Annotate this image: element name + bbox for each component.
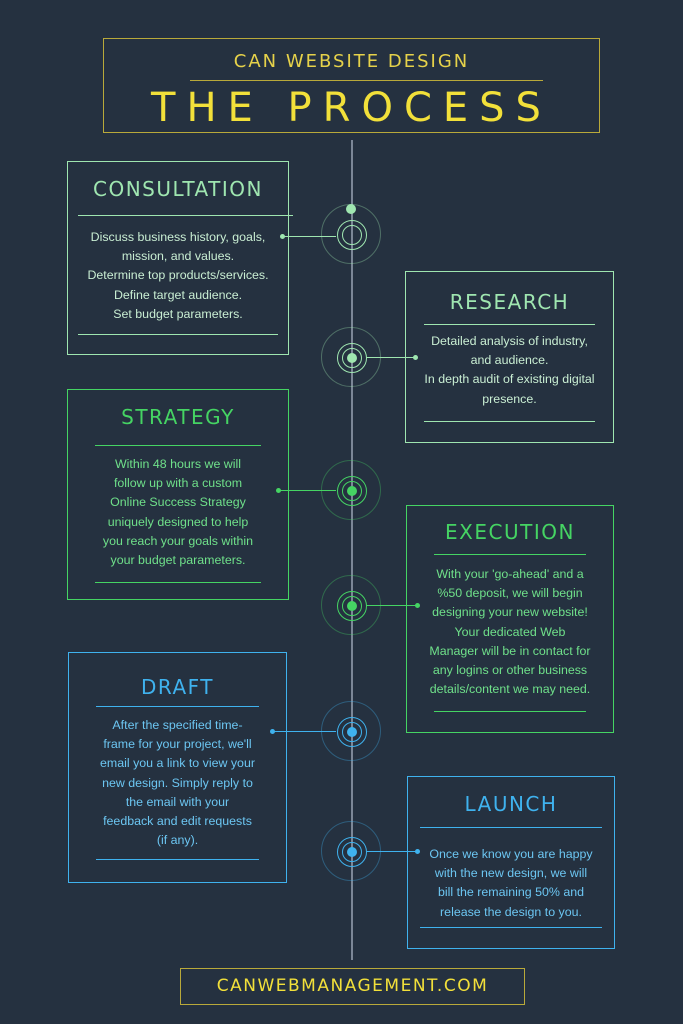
step-title: RESEARCH bbox=[449, 290, 570, 314]
step-description: After the specified time-frame for your … bbox=[100, 718, 255, 848]
step-divider bbox=[424, 324, 595, 325]
step-description: Detailed analysis of industry,and audien… bbox=[424, 334, 595, 406]
step-card-research: RESEARCH Detailed analysis of industry,a… bbox=[405, 271, 614, 443]
connector-consultation bbox=[282, 236, 336, 237]
step-divider-bottom bbox=[420, 927, 602, 928]
step-title: EXECUTION bbox=[445, 520, 575, 544]
connector-dot bbox=[415, 849, 420, 854]
step-card-draft: DRAFT After the specified time-frame for… bbox=[68, 652, 287, 883]
timeline-node-draft bbox=[321, 701, 381, 761]
timeline-node-launch bbox=[321, 821, 381, 881]
step-divider-bottom bbox=[424, 421, 595, 422]
step-divider-bottom bbox=[78, 334, 278, 335]
connector-strategy bbox=[278, 490, 336, 491]
step-divider bbox=[78, 215, 293, 216]
header-title: THE PROCESS bbox=[151, 85, 552, 131]
step-card-execution: EXECUTION With your 'go-ahead' and a%50 … bbox=[406, 505, 614, 733]
step-title: LAUNCH bbox=[464, 792, 558, 816]
step-title: STRATEGY bbox=[121, 405, 235, 429]
connector-research bbox=[366, 357, 416, 358]
step-divider-bottom bbox=[95, 582, 261, 583]
step-divider bbox=[95, 445, 261, 446]
step-divider-bottom bbox=[96, 859, 259, 860]
connector-draft bbox=[272, 731, 336, 732]
header-divider bbox=[190, 80, 543, 81]
connector-launch bbox=[366, 851, 418, 852]
step-title: CONSULTATION bbox=[92, 177, 263, 201]
step-title: DRAFT bbox=[140, 675, 215, 699]
connector-dot bbox=[270, 729, 275, 734]
website-link[interactable]: CANWEBMANAGEMENT.COM bbox=[180, 968, 525, 1005]
step-description: Discuss business history, goals,mission,… bbox=[87, 230, 269, 321]
header-box: CAN WEBSITE DESIGN THE PROCESS bbox=[103, 38, 600, 133]
step-divider bbox=[96, 706, 259, 707]
connector-dot bbox=[280, 234, 285, 239]
step-description: With your 'go-ahead' and a%50 deposit, w… bbox=[429, 567, 591, 697]
timeline-line bbox=[351, 140, 353, 960]
connector-dot bbox=[413, 355, 418, 360]
step-divider bbox=[420, 827, 602, 828]
timeline-start-dot bbox=[346, 204, 356, 214]
step-divider-bottom bbox=[434, 711, 586, 712]
connector-dot bbox=[415, 603, 420, 608]
connector-execution bbox=[366, 605, 418, 606]
step-card-consultation: CONSULTATION Discuss business history, g… bbox=[67, 161, 293, 355]
connector-dot bbox=[276, 488, 281, 493]
header-subtitle: CAN WEBSITE DESIGN bbox=[233, 51, 470, 72]
step-divider bbox=[434, 554, 586, 555]
